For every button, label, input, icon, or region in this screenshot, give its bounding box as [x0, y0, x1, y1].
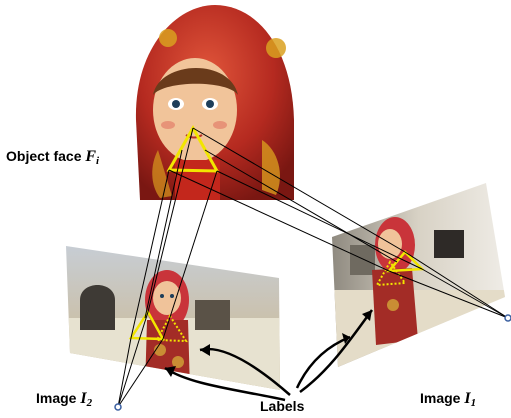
image-1-photo	[330, 183, 510, 380]
image-2-photo	[60, 246, 290, 398]
labels-caption: Labels	[260, 398, 304, 414]
image-2-label: Image I2	[36, 390, 92, 411]
camera-center-1	[505, 315, 511, 321]
image-1-label: Image I1	[420, 390, 476, 411]
object-face-label: Object face Fi	[6, 148, 99, 169]
camera-center-2	[115, 404, 121, 410]
